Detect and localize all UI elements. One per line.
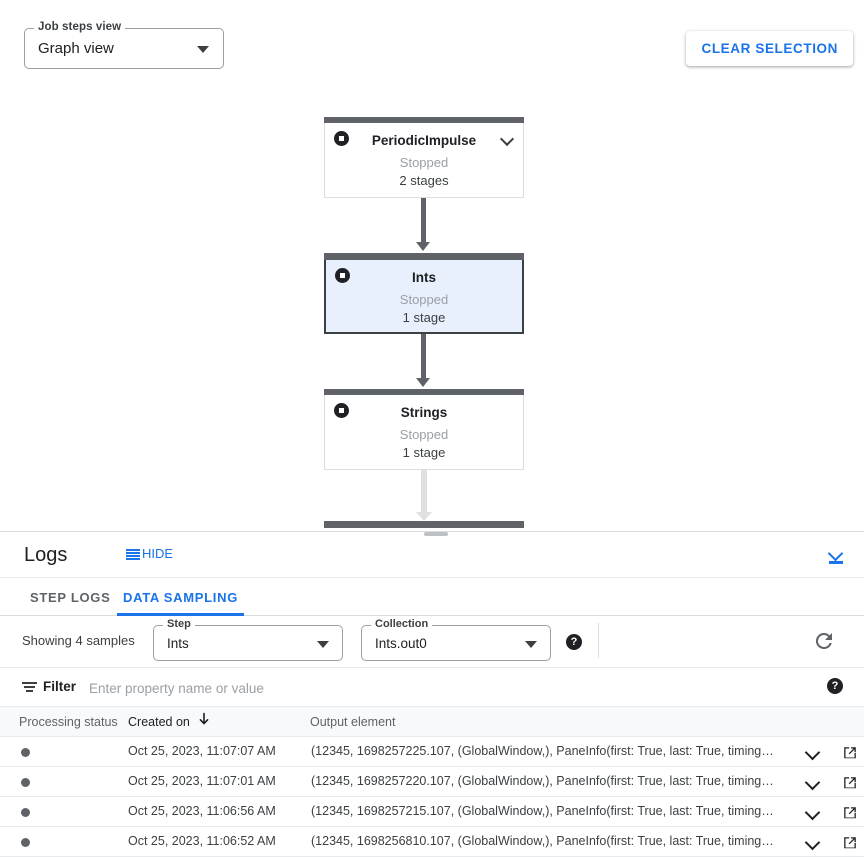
expand-row-chevron-icon[interactable] bbox=[804, 775, 822, 791]
cell-created-on: Oct 25, 2023, 11:07:01 AM bbox=[128, 774, 276, 788]
column-header-processing-status[interactable]: Processing status bbox=[19, 715, 118, 729]
node-stages: 1 stage bbox=[402, 445, 446, 460]
logs-header: Logs HIDE bbox=[0, 533, 864, 578]
node-title: Ints bbox=[411, 270, 436, 285]
panel-resize-handle[interactable] bbox=[424, 532, 448, 536]
graph-node-periodicimpulse[interactable]: PeriodicImpulse Stopped 2 stages bbox=[324, 117, 524, 198]
stop-icon bbox=[335, 268, 350, 283]
menu-lines-icon bbox=[126, 548, 140, 560]
node-status: Stopped bbox=[399, 155, 449, 170]
cell-created-on: Oct 25, 2023, 11:06:56 AM bbox=[128, 804, 276, 818]
node-title: PeriodicImpulse bbox=[371, 133, 477, 148]
chevron-down-icon bbox=[197, 46, 209, 53]
status-badge bbox=[21, 778, 30, 787]
node-stages: 1 stage bbox=[402, 310, 446, 325]
hide-logs-button[interactable]: HIDE bbox=[126, 546, 173, 561]
filter-help-icon[interactable]: ? bbox=[827, 678, 843, 694]
cell-output-element: (12345, 1698256810.107, (GlobalWindow,),… bbox=[311, 834, 774, 848]
logs-tabs: STEP LOGS DATA SAMPLING bbox=[0, 578, 864, 616]
open-in-new-icon[interactable] bbox=[843, 776, 857, 790]
column-header-created-on[interactable]: Created on bbox=[128, 715, 190, 729]
node-status: Stopped bbox=[399, 427, 449, 442]
column-header-output-element[interactable]: Output element bbox=[310, 715, 396, 729]
sampling-controls: Showing 4 samples Step Ints Collection I… bbox=[0, 616, 864, 668]
job-steps-view-value: Graph view bbox=[38, 40, 114, 57]
cell-output-element: (12345, 1698257220.107, (GlobalWindow,),… bbox=[311, 774, 774, 788]
filter-label: Filter bbox=[43, 679, 77, 694]
step-select-value: Ints bbox=[167, 636, 189, 651]
status-badge bbox=[21, 838, 30, 847]
tab-data-sampling[interactable]: DATA SAMPLING bbox=[117, 578, 245, 616]
collection-select-value: Ints.out0 bbox=[375, 636, 427, 651]
clear-selection-button[interactable]: CLEAR SELECTION bbox=[686, 31, 853, 66]
status-badge bbox=[21, 748, 30, 757]
table-row[interactable]: Oct 25, 2023, 11:07:01 AM (12345, 1698257… bbox=[0, 767, 864, 797]
filter-input[interactable] bbox=[87, 678, 767, 698]
sample-rows: Oct 25, 2023, 11:07:07 AM (12345, 1698257… bbox=[0, 737, 864, 857]
graph-node-ints[interactable]: Ints Stopped 1 stage bbox=[324, 253, 524, 334]
step-select-label: Step bbox=[163, 619, 195, 630]
table-row[interactable]: Oct 25, 2023, 11:06:56 AM (12345, 1698257… bbox=[0, 797, 864, 827]
step-select[interactable]: Step Ints bbox=[153, 619, 343, 661]
job-steps-view-label: Job steps view bbox=[34, 21, 126, 33]
collection-help-icon[interactable]: ? bbox=[566, 634, 582, 650]
graph-node-partial[interactable] bbox=[324, 521, 524, 528]
graph-edge-3 bbox=[416, 470, 432, 521]
controls-divider bbox=[598, 623, 599, 658]
open-in-new-icon[interactable] bbox=[843, 746, 857, 760]
graph-edge-2 bbox=[416, 334, 430, 387]
chevron-down-icon bbox=[525, 641, 537, 648]
cell-created-on: Oct 25, 2023, 11:07:07 AM bbox=[128, 744, 276, 758]
expand-row-chevron-icon[interactable] bbox=[804, 745, 822, 761]
node-status-bar bbox=[324, 389, 524, 395]
cell-output-element: (12345, 1698257215.107, (GlobalWindow,),… bbox=[311, 804, 774, 818]
cell-output-element: (12345, 1698257225.107, (GlobalWindow,),… bbox=[311, 744, 774, 758]
tab-step-logs[interactable]: STEP LOGS bbox=[24, 578, 116, 616]
cell-created-on: Oct 25, 2023, 11:06:52 AM bbox=[128, 834, 276, 848]
chevron-down-icon bbox=[317, 641, 329, 648]
hide-logs-label: HIDE bbox=[142, 546, 174, 561]
table-header-row: Processing status Created on Output elem… bbox=[0, 707, 864, 737]
graph-node-strings[interactable]: Strings Stopped 1 stage bbox=[324, 389, 524, 470]
chevron-down-icon[interactable] bbox=[501, 133, 514, 146]
open-in-new-icon[interactable] bbox=[843, 836, 857, 850]
job-steps-view-select[interactable]: Job steps view Graph view bbox=[24, 21, 224, 69]
node-status-bar bbox=[324, 253, 524, 260]
refresh-button[interactable] bbox=[812, 629, 836, 653]
node-stages: 2 stages bbox=[399, 173, 449, 188]
sort-descending-icon[interactable] bbox=[197, 712, 211, 727]
refresh-icon bbox=[815, 633, 832, 649]
node-title: Strings bbox=[400, 405, 448, 420]
table-row[interactable]: Oct 25, 2023, 11:06:52 AM (12345, 1698256… bbox=[0, 827, 864, 857]
collection-select[interactable]: Collection Ints.out0 bbox=[361, 619, 551, 661]
status-badge bbox=[21, 808, 30, 817]
showing-samples-text: Showing 4 samples bbox=[22, 633, 135, 648]
stop-icon bbox=[334, 131, 349, 146]
collection-select-label: Collection bbox=[371, 619, 433, 630]
logs-panel: Logs HIDE STEP LOGS DATA SAMPLING Showin… bbox=[0, 531, 864, 857]
node-status-bar bbox=[324, 117, 524, 123]
table-row[interactable]: Oct 25, 2023, 11:07:07 AM (12345, 1698257… bbox=[0, 737, 864, 767]
expand-row-chevron-icon[interactable] bbox=[804, 835, 822, 851]
open-in-new-icon[interactable] bbox=[843, 806, 857, 820]
expand-row-chevron-icon[interactable] bbox=[804, 805, 822, 821]
job-graph-pane: Job steps view Graph view CLEAR SELECTIO… bbox=[0, 0, 864, 531]
logs-title: Logs bbox=[24, 544, 68, 566]
filter-row: Filter bbox=[0, 668, 864, 707]
filter-icon bbox=[22, 681, 37, 694]
stop-icon bbox=[334, 403, 349, 418]
node-status: Stopped bbox=[399, 292, 449, 307]
collapse-panel-button[interactable] bbox=[824, 545, 848, 567]
graph-edge-1 bbox=[416, 198, 430, 251]
